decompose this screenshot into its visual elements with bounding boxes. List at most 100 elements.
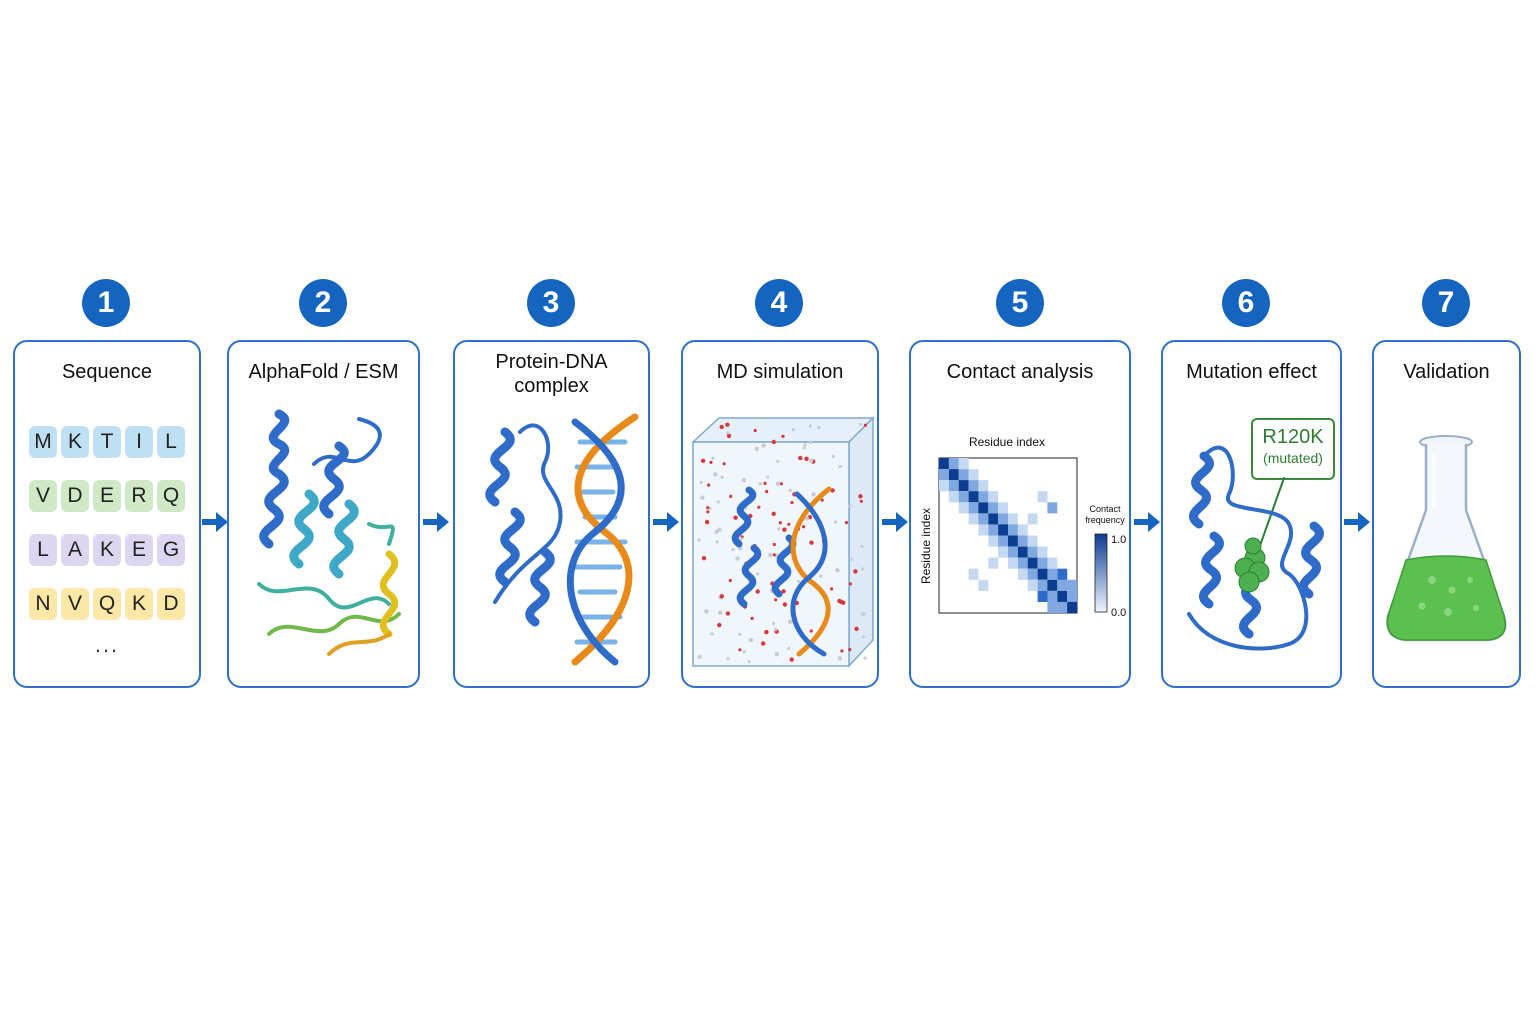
water-molecule <box>697 538 701 542</box>
contact-cell <box>1047 557 1058 569</box>
water-molecule <box>830 587 834 591</box>
panel-mutation-effect: Mutation effect R120K (mutated) <box>1161 340 1342 688</box>
protein-structure-icon <box>257 409 401 656</box>
water-molecule <box>830 488 835 493</box>
contact-cell <box>978 480 989 492</box>
water-molecule <box>772 553 776 557</box>
water-molecule <box>789 657 794 662</box>
water-molecule <box>838 464 842 469</box>
panel-title: MD simulation <box>716 361 844 383</box>
amino-acid-cell: V <box>61 588 89 620</box>
arrow-right-icon <box>653 512 679 532</box>
water-molecule <box>854 626 859 631</box>
water-molecule <box>706 506 710 510</box>
water-molecule <box>726 431 730 435</box>
water-molecule <box>742 650 746 654</box>
water-molecule <box>771 511 776 516</box>
water-molecule <box>704 609 709 614</box>
contact-cell <box>1047 601 1058 613</box>
water-molecule <box>756 572 760 576</box>
step-1-badge: 1 <box>82 279 130 327</box>
contact-cell <box>968 568 979 580</box>
water-molecule <box>719 424 724 430</box>
water-molecule <box>849 557 853 561</box>
water-molecule <box>804 456 809 461</box>
contact-cell <box>998 502 1008 514</box>
water-molecule <box>768 552 773 558</box>
mutated-protein-icon <box>1187 445 1324 651</box>
water-molecule <box>860 567 865 571</box>
ellipsis: ... <box>94 632 120 657</box>
water-molecule <box>764 629 769 635</box>
water-molecule <box>809 629 813 633</box>
water-molecule <box>833 520 837 524</box>
water-molecule <box>750 616 754 620</box>
water-molecule <box>808 424 812 428</box>
water-molecule <box>771 439 776 445</box>
water-molecule <box>778 521 782 525</box>
water-molecule <box>772 542 776 547</box>
mutation-label: R120K <box>1262 426 1324 448</box>
contact-cell <box>1008 546 1018 558</box>
step-6-badge: 6 <box>1222 279 1270 327</box>
water-molecule <box>753 428 757 433</box>
water-molecule <box>710 632 714 636</box>
water-molecule <box>697 654 702 660</box>
water-molecule <box>837 656 843 661</box>
water-molecule <box>774 598 778 602</box>
panel-title: AlphaFold / ESM <box>248 361 399 383</box>
arrow-right-icon <box>1134 512 1160 532</box>
contact-cell <box>948 469 959 481</box>
contact-cell <box>1027 535 1038 547</box>
x-axis-label: Residue index <box>969 435 1045 449</box>
step-3-badge: 3 <box>527 279 575 327</box>
panel-title-line2: complex <box>514 375 589 397</box>
amino-acid-cell: I <box>125 426 153 458</box>
contact-cell <box>1037 491 1048 503</box>
amino-acid-cell: K <box>125 588 153 620</box>
water-molecule <box>848 504 852 508</box>
water-molecule <box>772 621 776 626</box>
contact-cell <box>1008 524 1018 536</box>
water-molecule <box>758 482 762 486</box>
panel-validation: Validation <box>1372 340 1521 688</box>
water-molecule <box>858 494 863 499</box>
contact-cell <box>939 480 949 492</box>
water-molecule <box>765 489 769 494</box>
arrow-right-icon <box>1344 512 1370 532</box>
water-molecule <box>733 515 738 520</box>
water-molecule <box>791 428 795 432</box>
contact-cell <box>1037 546 1048 558</box>
colorbar-label-line1: Contact <box>1089 504 1121 514</box>
contact-cell <box>968 513 979 525</box>
contact-cell <box>1047 568 1058 580</box>
contact-cell <box>1057 590 1068 602</box>
water-molecule <box>717 622 722 628</box>
amino-acid-cell: D <box>157 588 185 620</box>
amino-acid-cell: G <box>157 534 185 566</box>
water-molecule <box>700 495 705 500</box>
water-molecule <box>728 578 732 583</box>
panel-title: Validation <box>1403 361 1490 383</box>
water-molecule <box>819 574 823 578</box>
amino-acid-cell: N <box>29 588 57 620</box>
water-molecule <box>774 652 780 657</box>
water-molecule <box>725 422 730 427</box>
water-molecule <box>755 589 760 594</box>
water-molecule <box>797 579 801 583</box>
water-molecule <box>817 425 821 430</box>
contact-cell <box>1008 535 1018 547</box>
water-molecule <box>835 568 840 573</box>
water-molecule <box>811 492 816 497</box>
water-molecule <box>761 443 766 448</box>
contact-cell <box>1067 590 1077 602</box>
contact-cell <box>998 546 1008 558</box>
water-molecule <box>787 646 791 651</box>
contact-cell <box>948 491 959 503</box>
amino-acid-cell: E <box>125 534 153 566</box>
